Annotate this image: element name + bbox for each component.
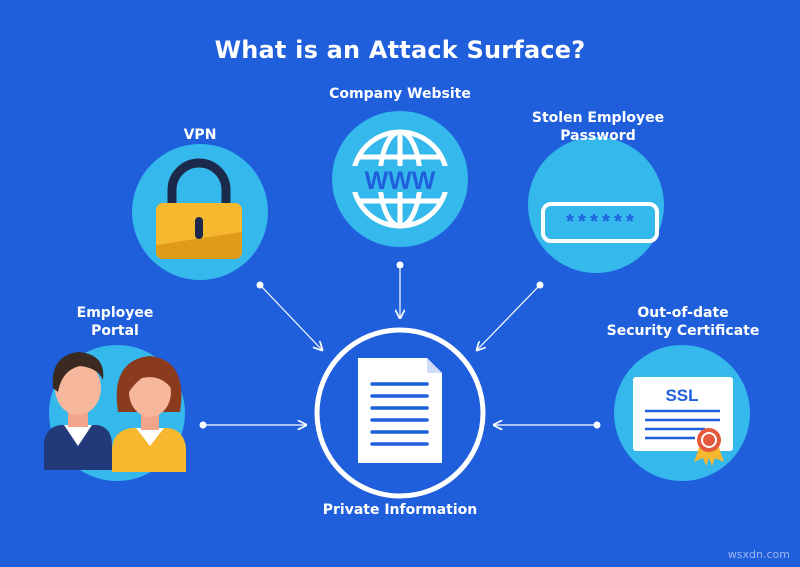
vpn-label: VPN: [183, 127, 217, 143]
password-label: Stolen Employee Password: [498, 109, 698, 145]
document-icon: [358, 358, 442, 463]
website-label: Company Website: [329, 86, 471, 102]
connector-vpn: [256, 281, 323, 351]
password-node: ******: [528, 137, 664, 273]
connector-password: [477, 281, 544, 351]
page-title: What is an Attack Surface?: [214, 36, 586, 64]
password-label-line2: Password: [560, 128, 636, 144]
center-node: [314, 327, 486, 499]
certificate-label-line2: Security Certificate: [606, 323, 760, 339]
connector-website: [397, 261, 404, 319]
certificate-label: Out-of-date Security Certificate: [588, 304, 778, 340]
certificate-node: SSL: [614, 345, 750, 481]
password-field-icon: ******: [541, 202, 659, 243]
portal-label: Employee Portal: [40, 304, 190, 340]
password-label-line1: Stolen Employee: [531, 110, 665, 126]
ssl-certificate-icon: SSL: [633, 377, 733, 466]
connector-portal: [199, 422, 307, 429]
portal-node: [44, 345, 186, 481]
padlock-icon: [156, 158, 242, 259]
password-mask-text: ******: [564, 213, 636, 236]
www-text: WWW: [365, 167, 436, 195]
vpn-node: [132, 144, 268, 280]
website-node: WWW: [332, 111, 468, 247]
certificate-label-line1: Out-of-date: [637, 305, 729, 321]
watermark: wsxdn.com: [727, 548, 790, 561]
connector-certificate: [494, 422, 601, 429]
center-label: Private Information: [322, 502, 478, 518]
ssl-text: SSL: [665, 386, 698, 405]
portal-label-line2: Portal: [91, 323, 139, 339]
employees-icon: [44, 352, 186, 472]
portal-label-line1: Employee: [76, 305, 154, 321]
